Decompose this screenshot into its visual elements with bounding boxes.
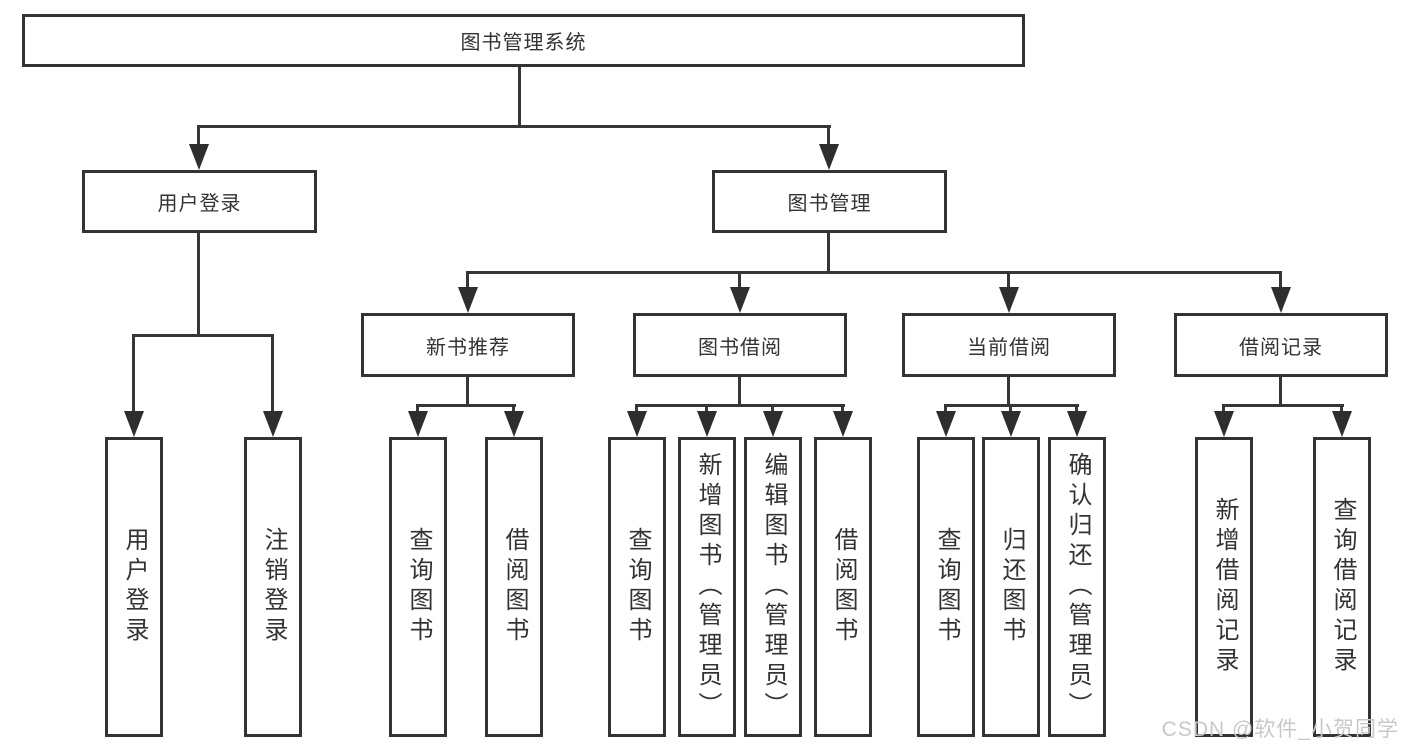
connector-drop bbox=[771, 404, 774, 413]
arrowhead-down bbox=[504, 411, 524, 437]
arrowhead-down bbox=[627, 411, 647, 437]
connector-drop bbox=[1007, 271, 1010, 290]
connector-cross bbox=[416, 404, 516, 407]
arrowhead-down bbox=[1067, 411, 1087, 437]
connector-drop bbox=[635, 404, 638, 413]
connector-stem bbox=[827, 233, 830, 274]
connector-drop bbox=[416, 404, 419, 413]
connector-drop bbox=[1222, 404, 1225, 413]
arrowhead-down bbox=[1271, 287, 1291, 313]
connector-drop bbox=[197, 125, 200, 147]
csdn-watermark: CSDN @软件_小贺同学 bbox=[1161, 718, 1399, 741]
node-query-books-current: 查询图书 bbox=[917, 437, 975, 737]
node-confirm-return-admin: 确认归还（管理员） bbox=[1048, 437, 1106, 737]
connector-stem bbox=[197, 233, 200, 336]
arrowhead-down bbox=[763, 411, 783, 437]
connector-drop bbox=[944, 404, 947, 413]
arrowhead-down bbox=[189, 144, 209, 170]
arrowhead-down bbox=[263, 411, 283, 437]
node-return-books: 归还图书 bbox=[982, 437, 1040, 737]
arrowhead-down bbox=[1332, 411, 1352, 437]
connector-drop bbox=[132, 334, 135, 414]
arrowhead-down bbox=[819, 144, 839, 170]
connector-drop bbox=[1340, 404, 1343, 413]
connector-drop bbox=[466, 271, 469, 290]
connector-root-stem bbox=[518, 67, 521, 127]
node-query-books-borrowing: 查询图书 bbox=[608, 437, 666, 737]
leaf-label: 新增图书（管理员） bbox=[694, 452, 721, 722]
connector-stem bbox=[1007, 377, 1010, 406]
connector-drop bbox=[1009, 404, 1012, 413]
connector-drop bbox=[271, 334, 274, 414]
node-query-books-recommend: 查询图书 bbox=[389, 437, 447, 737]
connector-drop bbox=[512, 404, 515, 413]
node-borrowing-records: 借阅记录 bbox=[1174, 313, 1388, 377]
connector-stem bbox=[1279, 377, 1282, 406]
connector-cross bbox=[466, 271, 1282, 274]
leaf-label: 新增借阅记录 bbox=[1211, 497, 1238, 677]
node-add-book-admin: 新增图书（管理员） bbox=[678, 437, 736, 737]
node-user-login: 用户登录 bbox=[82, 170, 317, 233]
connector-drop bbox=[705, 404, 708, 413]
arrowhead-down bbox=[1214, 411, 1234, 437]
leaf-label: 查询图书 bbox=[405, 527, 432, 647]
leaf-label: 编辑图书（管理员） bbox=[760, 452, 787, 722]
connector-cross bbox=[635, 404, 845, 407]
leaf-label: 确认归还（管理员） bbox=[1064, 452, 1091, 722]
connector-drop bbox=[841, 404, 844, 413]
node-edit-book-admin: 编辑图书（管理员） bbox=[744, 437, 802, 737]
arrowhead-down bbox=[124, 411, 144, 437]
arrowhead-down bbox=[458, 287, 478, 313]
arrowhead-down bbox=[1001, 411, 1021, 437]
node-book-borrowing: 图书借阅 bbox=[633, 313, 847, 377]
connector-stem bbox=[466, 377, 469, 406]
node-library-management-system: 图书管理系统 bbox=[22, 14, 1025, 67]
node-add-borrow-record: 新增借阅记录 bbox=[1195, 437, 1253, 737]
arrowhead-down bbox=[833, 411, 853, 437]
connector-cross bbox=[1222, 404, 1344, 407]
connector-drop bbox=[738, 271, 741, 290]
arrowhead-down bbox=[408, 411, 428, 437]
node-book-management: 图书管理 bbox=[712, 170, 947, 233]
connector-stem bbox=[738, 377, 741, 406]
leaf-label: 用户登录 bbox=[121, 527, 148, 647]
arrowhead-down bbox=[936, 411, 956, 437]
node-borrow-books: 借阅图书 bbox=[814, 437, 872, 737]
leaf-label: 查询图书 bbox=[624, 527, 651, 647]
leaf-label: 借阅图书 bbox=[501, 527, 528, 647]
leaf-label: 查询借阅记录 bbox=[1329, 497, 1356, 677]
leaf-label: 借阅图书 bbox=[830, 527, 857, 647]
leaf-label: 归还图书 bbox=[998, 527, 1025, 647]
node-user-login-leaf: 用户登录 bbox=[105, 437, 163, 737]
leaf-label: 注销登录 bbox=[260, 527, 287, 647]
connector-cross bbox=[132, 334, 274, 337]
connector-drop bbox=[1279, 271, 1282, 290]
node-logout-login: 注销登录 bbox=[244, 437, 302, 737]
node-query-borrow-record: 查询借阅记录 bbox=[1313, 437, 1371, 737]
arrowhead-down bbox=[697, 411, 717, 437]
node-current-borrowing: 当前借阅 bbox=[902, 313, 1116, 377]
connector-drop bbox=[1075, 404, 1078, 413]
arrowhead-down bbox=[730, 287, 750, 313]
connector-root-cross bbox=[197, 125, 831, 128]
connector-drop bbox=[827, 125, 830, 147]
arrowhead-down bbox=[999, 287, 1019, 313]
node-new-book-recommendation: 新书推荐 bbox=[361, 313, 575, 377]
node-borrow-books-recommend: 借阅图书 bbox=[485, 437, 543, 737]
leaf-label: 查询图书 bbox=[933, 527, 960, 647]
